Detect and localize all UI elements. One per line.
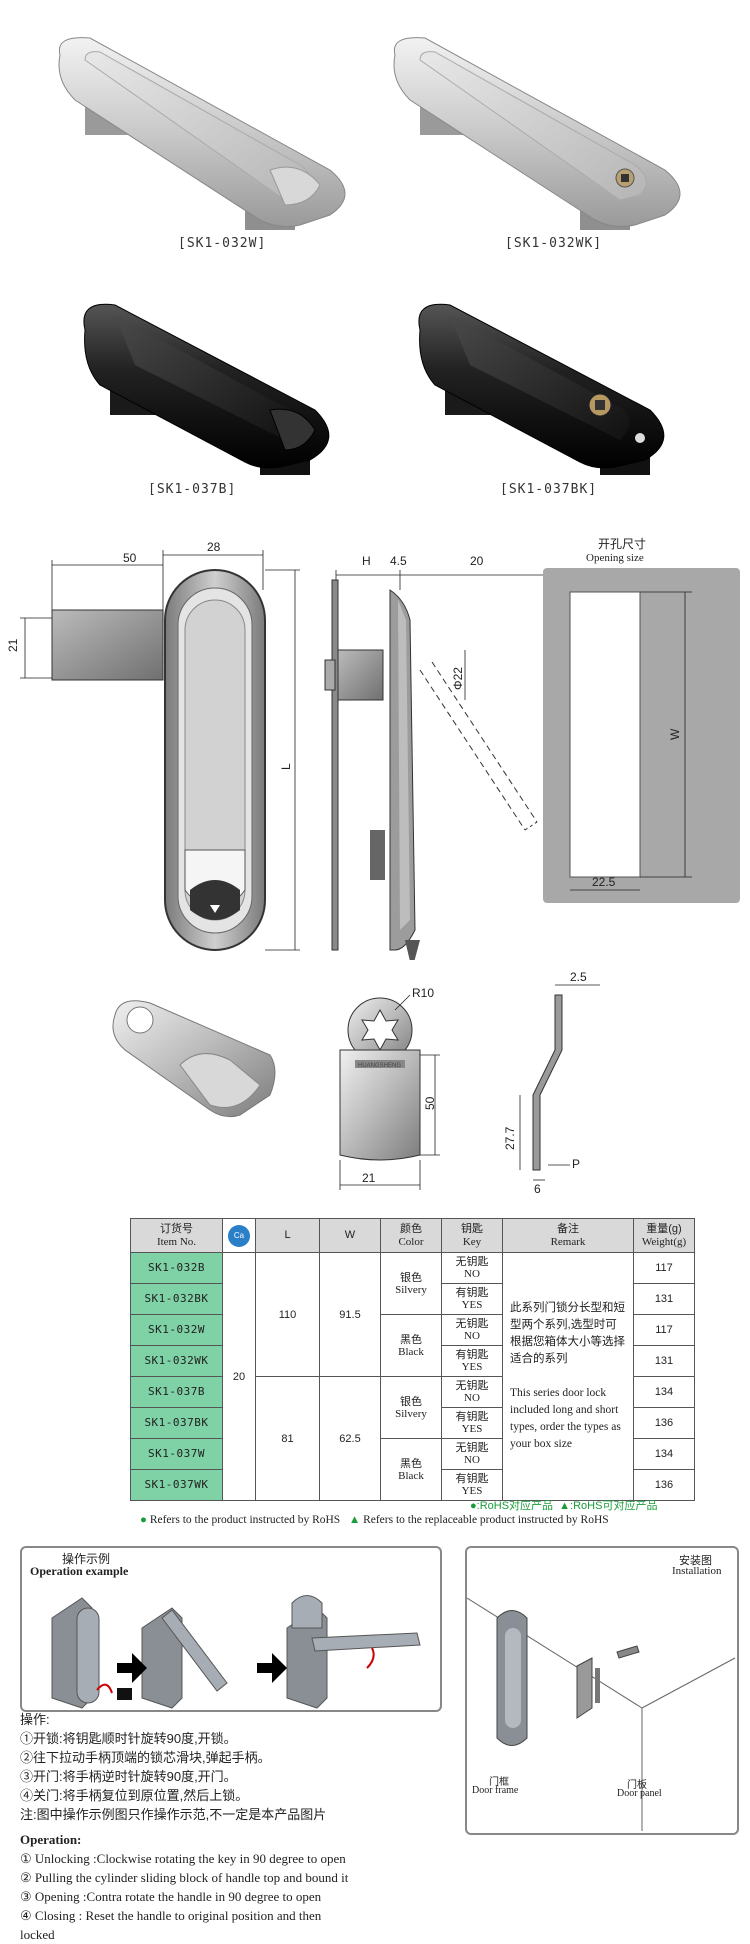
weight-cell: 134 bbox=[633, 1438, 695, 1470]
weight-cell: 117 bbox=[633, 1314, 695, 1346]
product-caption: [SK1-037B] bbox=[148, 482, 237, 497]
dim-21b: 21 bbox=[362, 1171, 376, 1185]
weight-cell: 134 bbox=[633, 1376, 695, 1408]
operation-illustration bbox=[51, 1595, 421, 1709]
rohs-legend-en: ● Refers to the product instructed by Ro… bbox=[140, 1514, 609, 1526]
opening-size-view bbox=[543, 568, 740, 903]
installation-title-cn: 安装图 bbox=[679, 1555, 712, 1567]
door-frame-label-cn: 门框 bbox=[489, 1777, 509, 1788]
dim-w: W bbox=[668, 728, 682, 740]
side-view bbox=[324, 570, 556, 960]
product-photos bbox=[58, 37, 681, 475]
l-value: 110 bbox=[255, 1252, 320, 1377]
weight-cell: 131 bbox=[633, 1283, 695, 1315]
rohs-legend-cn: ●:RoHS对应产品 ▲:RoHS可对应产品 bbox=[470, 1500, 658, 1512]
header-l: L bbox=[255, 1218, 320, 1253]
rohs-icon: Ca bbox=[228, 1224, 250, 1247]
dim-l: L bbox=[279, 763, 293, 770]
weight-cell: 117 bbox=[633, 1252, 695, 1284]
h-value: 20 bbox=[222, 1252, 256, 1501]
w-value: 91.5 bbox=[319, 1252, 381, 1377]
product-image-sk1-037bk bbox=[418, 303, 665, 475]
technical-drawing-cam: R10 50 21 HUANGSHENG 2.5 27.7 6 P bbox=[112, 970, 600, 1195]
dim-22-5: 22.5 bbox=[592, 875, 616, 889]
product-caption: [SK1-037BK] bbox=[500, 482, 598, 497]
cam-front-view bbox=[339, 994, 440, 1190]
dim-50: 50 bbox=[123, 551, 137, 565]
operation-example-panel: 操作示例 Operation example bbox=[20, 1546, 442, 1712]
header-icon: Ca bbox=[222, 1218, 256, 1253]
header-weight: 重量(g)Weight(g) bbox=[633, 1218, 695, 1253]
cam-side-view bbox=[519, 984, 600, 1181]
product-caption: [SK1-032WK] bbox=[505, 236, 603, 251]
door-frame-label-en: Door frame bbox=[472, 1785, 519, 1796]
dim-4-5: 4.5 bbox=[390, 554, 407, 568]
door-panel-label-cn: 门板 bbox=[627, 1780, 647, 1791]
opening-size-title-en: Opening size bbox=[586, 552, 644, 564]
operation-example-title-en: Operation example bbox=[30, 1564, 129, 1578]
installation-illustration bbox=[467, 1597, 736, 1831]
dim-50b: 50 bbox=[423, 1096, 437, 1110]
front-view bbox=[20, 550, 300, 951]
dim-p: P bbox=[572, 1157, 580, 1171]
dim-r10: R10 bbox=[412, 986, 434, 1000]
cam-photo bbox=[112, 1000, 276, 1118]
dim-2-5: 2.5 bbox=[570, 970, 587, 984]
dim-27-7: 27.7 bbox=[503, 1126, 517, 1150]
w-value: 62.5 bbox=[319, 1376, 381, 1501]
weight-cell: 131 bbox=[633, 1345, 695, 1377]
installation-panel: 安装图 Installation 门框 Door frame 门板 Door p… bbox=[465, 1546, 739, 1835]
weight-cell: 136 bbox=[633, 1469, 695, 1501]
operation-instructions-en: Operation: ① Unlocking :Clockwise rotati… bbox=[20, 1832, 349, 1942]
dim-h: H bbox=[362, 554, 371, 568]
product-image-sk1-037b bbox=[83, 303, 330, 475]
installation-title-en: Installation bbox=[672, 1565, 722, 1577]
dim-6: 6 bbox=[534, 1182, 541, 1195]
operation-instructions-cn: 操作: ①开锁:将钥匙顺时针旋转90度,开锁。 ②往下拉动手柄顶端的锁芯滑块,弹… bbox=[20, 1712, 327, 1822]
cam-stamp: HUANGSHENG bbox=[358, 1063, 401, 1069]
opening-size-title-cn: 开孔尺寸 bbox=[598, 537, 646, 551]
dim-phi22: Φ22 bbox=[451, 667, 465, 690]
dim-21: 21 bbox=[6, 638, 20, 652]
product-image-sk1-032w bbox=[58, 37, 346, 230]
l-value: 81 bbox=[255, 1376, 320, 1501]
operation-example-title-cn: 操作示例 bbox=[62, 1552, 111, 1566]
product-image-sk1-032wk bbox=[393, 37, 681, 230]
technical-drawing-main: 50 28 21 L H 4.5 20 Φ22 开孔尺寸 Opening siz… bbox=[6, 537, 740, 960]
dim-20: 20 bbox=[470, 554, 484, 568]
header-w: W bbox=[319, 1218, 381, 1253]
dim-28: 28 bbox=[207, 540, 221, 554]
door-panel-label-en: Door panel bbox=[617, 1788, 662, 1799]
weight-cell: 136 bbox=[633, 1407, 695, 1439]
product-caption: [SK1-032W] bbox=[178, 236, 267, 251]
